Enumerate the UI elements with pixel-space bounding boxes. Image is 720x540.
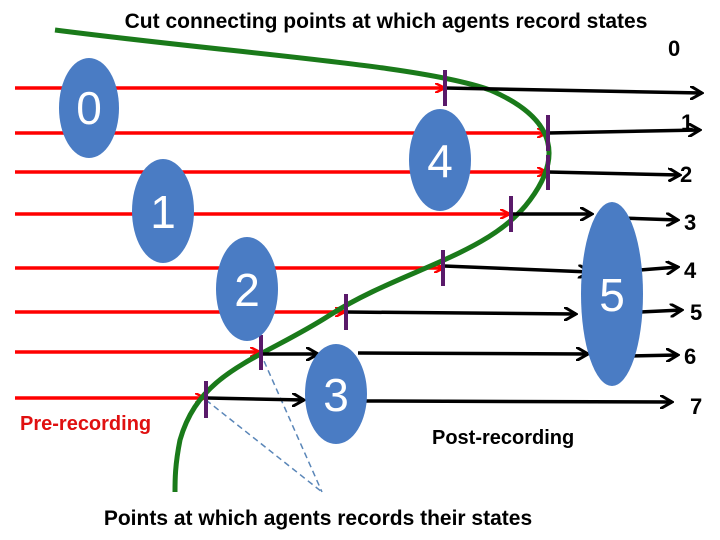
post-arrow-6b: [357, 353, 588, 354]
post-arrow-5b: [639, 310, 682, 312]
process-label-3: 3: [323, 369, 349, 421]
recording-markers: [204, 70, 550, 418]
message-index-6: 6: [684, 344, 696, 369]
post-arrow-7a: [206, 398, 304, 400]
process-label-4: 4: [427, 135, 453, 187]
process-0: 0: [59, 58, 119, 158]
message-index-1: 1: [681, 110, 693, 135]
post-arrow-7b: [365, 401, 672, 402]
message-index-0: 0: [668, 36, 680, 61]
dashed-pointer-2: [259, 351, 323, 493]
process-label-5: 5: [599, 269, 625, 321]
post-arrow-0: [444, 88, 702, 93]
process-2: 2: [216, 237, 278, 341]
process-4: 4: [409, 109, 471, 211]
message-index-7: 7: [690, 394, 702, 419]
post-arrow-6c: [629, 355, 678, 356]
post-recording-arrows: [206, 88, 702, 402]
post-arrow-4a: [443, 264, 590, 272]
process-5: 5: [581, 202, 643, 386]
post-arrow-4b: [639, 267, 678, 270]
dashed-pointer-1: [205, 399, 323, 493]
post-arrow-2: [547, 172, 680, 175]
post-arrow-5a: [345, 312, 576, 314]
message-index-2: 2: [680, 162, 692, 187]
process-3: 3: [305, 344, 367, 444]
process-label-1: 1: [150, 186, 176, 238]
post-recording-label: Post-recording: [432, 427, 574, 449]
post-arrow-3b: [619, 218, 678, 220]
process-1: 1: [132, 159, 194, 263]
message-index-5: 5: [690, 300, 702, 325]
process-label-2: 2: [234, 264, 260, 316]
pre-recording-label: Pre-recording: [20, 413, 151, 435]
process-label-0: 0: [76, 82, 102, 134]
title: Cut connecting points at which agents re…: [125, 10, 648, 33]
recording-point-pointers: [205, 351, 323, 493]
processes: 0 1 2 3 4 5: [59, 58, 643, 444]
post-arrow-1a: [547, 130, 700, 133]
message-index-labels: 0 1 2 3 4 5 6 7: [668, 36, 702, 419]
bottom-caption: Points at which agents records their sta…: [104, 507, 532, 530]
message-index-4: 4: [684, 258, 697, 283]
message-index-3: 3: [684, 210, 696, 235]
